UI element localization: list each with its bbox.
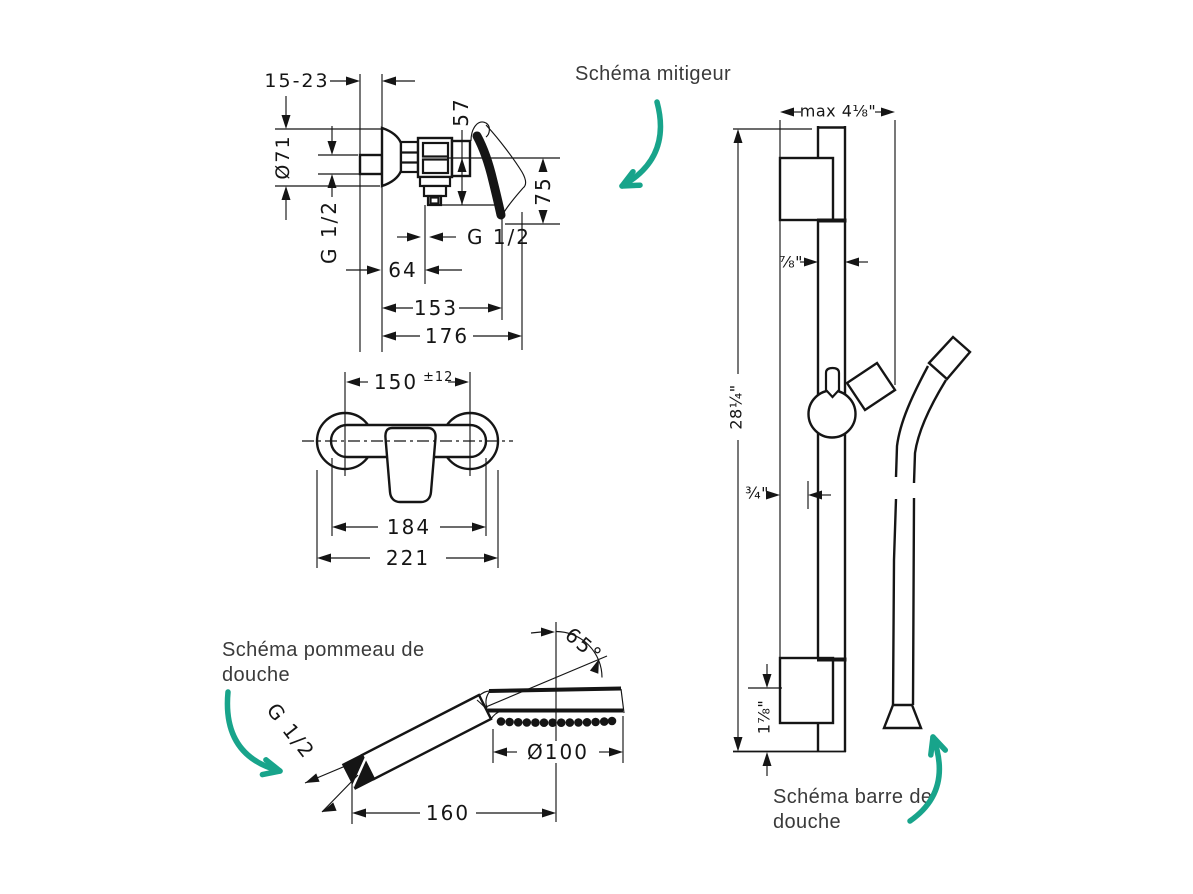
annotation-mitigeur: Schéma mitigeur	[575, 63, 731, 189]
dim-153-label: 153	[414, 296, 458, 320]
dim-length-label: 160	[426, 801, 470, 825]
curved-arrow-barre-icon	[907, 734, 949, 824]
dim-angle-label: 65°	[560, 622, 607, 667]
dim-57-label: 57	[449, 97, 473, 126]
slider-release-pin	[824, 366, 841, 399]
dim-outlet-thread-label: G 1/2	[467, 225, 531, 249]
dim-75-label: 75	[531, 176, 555, 205]
mixer-lever-handle	[472, 131, 506, 220]
curved-arrow-pommeau-icon	[224, 689, 283, 778]
mixer-front-handle	[384, 426, 437, 504]
dim-64-label: 64	[388, 258, 417, 282]
annotation-pommeau: Schéma pommeau de douche	[222, 639, 424, 778]
dim-bottom-offset-label: 1⅞"	[755, 700, 774, 735]
bar-schema-label-line1: Schéma barre de	[773, 786, 932, 808]
bottom-wall-bracket	[778, 656, 835, 725]
dim-max-width-label: max 4⅛"	[800, 102, 877, 121]
mixer-front-view: 150 ±12 184 221	[302, 370, 513, 570]
shower-bar-rail	[816, 126, 847, 752]
dim-wall-offset-label: ¾"	[745, 484, 769, 503]
dim-handshower-thread-label: G 1/2	[262, 698, 320, 763]
mixer-schema-label: Schéma mitigeur	[575, 63, 731, 85]
hand-shower-head	[476, 686, 625, 727]
shower-bar-view: max 4⅛" ⅞" 28¼" ¾"	[727, 102, 972, 776]
dim-176-label: 176	[425, 324, 469, 348]
showerhead-schema-label-line2: douche	[222, 664, 290, 686]
dim-bar-width-label: ⅞"	[779, 253, 803, 272]
dim-escutcheon-diameter-label: Ø71	[272, 134, 294, 179]
mixer-side-view: 15-23 Ø71 G 1/2	[264, 70, 560, 352]
bar-schema-label-line2: douche	[773, 811, 841, 833]
dim-wall-depth-label: 15-23	[264, 70, 329, 92]
handset-holder	[845, 361, 897, 412]
showerhead-schema-label-line1: Schéma pommeau de	[222, 639, 424, 661]
dim-150-label: 150	[374, 370, 418, 394]
dim-head-diameter-label: Ø100	[527, 740, 589, 764]
mixer-body-geometry	[358, 121, 527, 220]
dim-221-label: 221	[386, 546, 430, 570]
dim-150-tolerance-label: ±12	[423, 370, 453, 385]
dim-height-label: 28¼"	[727, 384, 746, 429]
hand-shower-handle	[360, 693, 493, 781]
hose-top-fitting	[927, 335, 972, 381]
shower-hose	[882, 335, 972, 730]
dim-inlet-thread-label: G 1/2	[317, 200, 341, 264]
curved-arrow-mitigeur-icon	[619, 99, 664, 189]
hose-end-fitting	[882, 703, 923, 730]
annotation-barre: Schéma barre de douche	[773, 734, 949, 833]
dim-184-label: 184	[387, 515, 431, 539]
top-wall-bracket	[778, 156, 835, 222]
